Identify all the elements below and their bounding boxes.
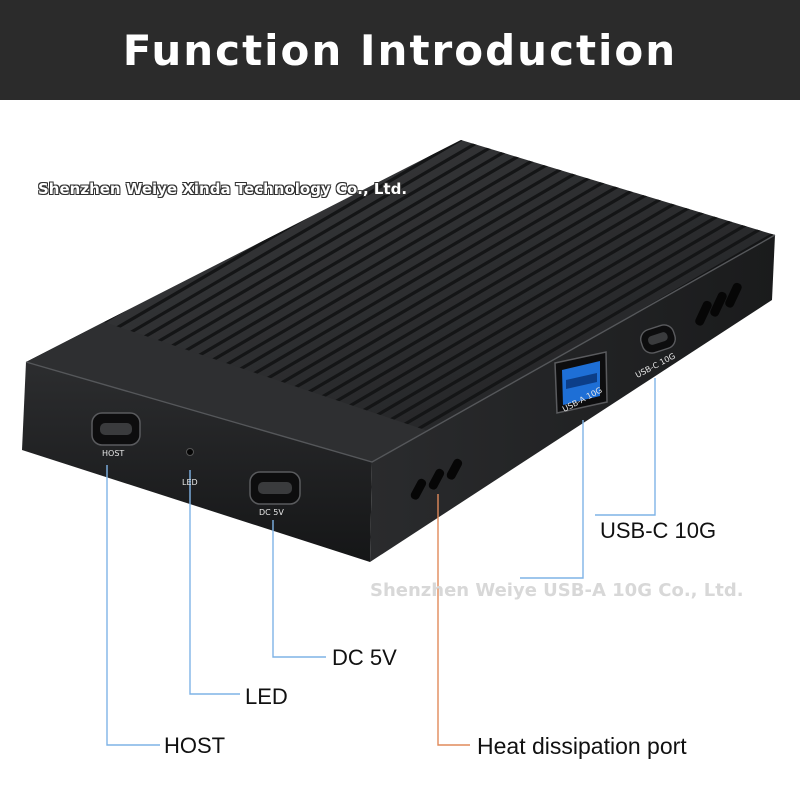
callout-line-usb-c [595, 378, 656, 516]
callout-line-led [189, 470, 240, 695]
heat-vents-front [410, 458, 463, 500]
enclosure-top-plate [26, 322, 440, 462]
callout-dc: DC 5V [332, 645, 397, 670]
callout-line-host [106, 465, 160, 746]
enclosure-front [22, 362, 372, 562]
callout-usb-c: USB-C 10G [600, 518, 717, 543]
heat-vents-back [695, 282, 742, 326]
page-title: Function Introduction [122, 25, 678, 75]
callout-host: HOST [164, 733, 226, 758]
callout-line-dc [272, 520, 326, 658]
header-bar: Function Introduction [0, 0, 800, 100]
callout-led: LED [245, 684, 288, 709]
led-indicator [186, 448, 194, 456]
led-label: LED [182, 478, 198, 487]
callout-line-heat [437, 494, 470, 746]
callout-line-usb-a [520, 420, 584, 579]
heat-fins [104, 140, 775, 435]
watermark-bottom: Shenzhen Weiye USB-A 10G Co., Ltd. [370, 580, 744, 601]
callout-heat: Heat dissipation port [477, 733, 687, 759]
usb-a-port [554, 351, 608, 414]
watermark-top: Shenzhen Weiye Xinda Technology Co., Ltd… [38, 180, 408, 198]
dc-port-label: DC 5V [259, 508, 284, 517]
usb-c-port [640, 324, 676, 354]
host-port-label: HOST [102, 449, 125, 458]
